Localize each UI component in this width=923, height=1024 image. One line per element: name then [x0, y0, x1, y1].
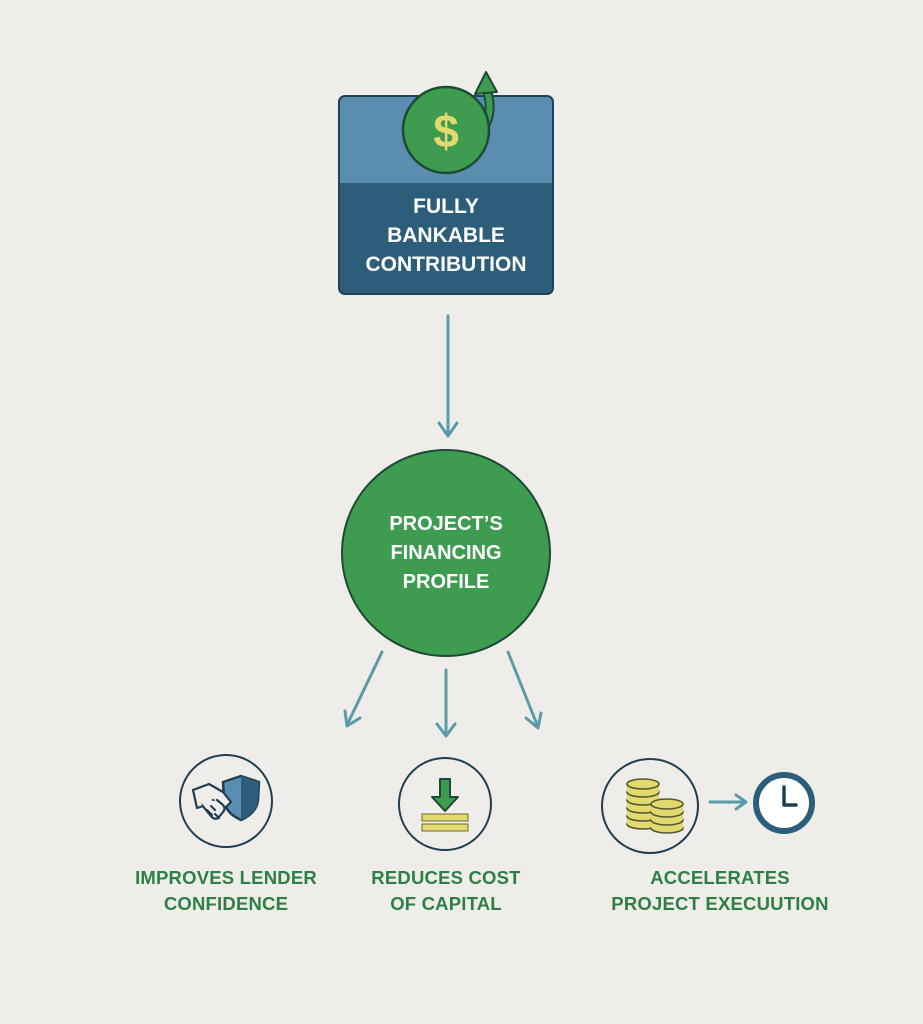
top-box-line-1: FULLY	[413, 195, 479, 218]
handshake-shield-icon	[191, 774, 261, 822]
financing-profile-node	[341, 449, 551, 657]
arrow-center-to-left	[343, 650, 384, 728]
center-line-2: FINANCING	[390, 542, 502, 564]
arrow-center-to-right	[506, 650, 543, 730]
outcome-1-line-1: IMPROVES LENDER	[135, 867, 317, 888]
arrow-coins-to-clock	[708, 793, 748, 811]
download-arrow-icon	[421, 778, 469, 832]
lender-confidence-label: IMPROVES LENDER CONFIDENCE	[108, 865, 344, 917]
top-box-line-2: BANKABLE	[387, 224, 505, 247]
arrow-top-to-center	[437, 314, 459, 438]
center-line-1: PROJECT’S	[389, 513, 503, 535]
outcome-3-line-1: ACCELERATES	[650, 867, 790, 888]
project-execution-label: ACCELERATES PROJECT EXECUUTION	[590, 865, 850, 917]
clock-icon	[753, 772, 815, 834]
outcome-2-line-2: OF CAPITAL	[390, 893, 502, 914]
outcome-3-line-2: PROJECT EXECUUTION	[611, 893, 829, 914]
top-box-line-3: CONTRIBUTION	[365, 253, 527, 276]
dollar-coin-arrow-up-icon: $	[401, 71, 498, 175]
outcome-1-line-2: CONFIDENCE	[163, 893, 289, 914]
svg-text:$: $	[433, 105, 459, 157]
bankable-contribution-label: FULLY BANKABLE CONTRIBUTION	[338, 192, 554, 279]
arrow-center-to-middle	[435, 668, 457, 738]
cost-of-capital-label: REDUCES COST OF CAPITAL	[330, 865, 562, 917]
outcome-2-line-1: REDUCES COST	[371, 867, 521, 888]
center-line-3: PROFILE	[402, 571, 490, 593]
financing-profile-label: PROJECT’S FINANCING PROFILE	[341, 510, 551, 597]
coins-stack-icon	[626, 778, 684, 834]
